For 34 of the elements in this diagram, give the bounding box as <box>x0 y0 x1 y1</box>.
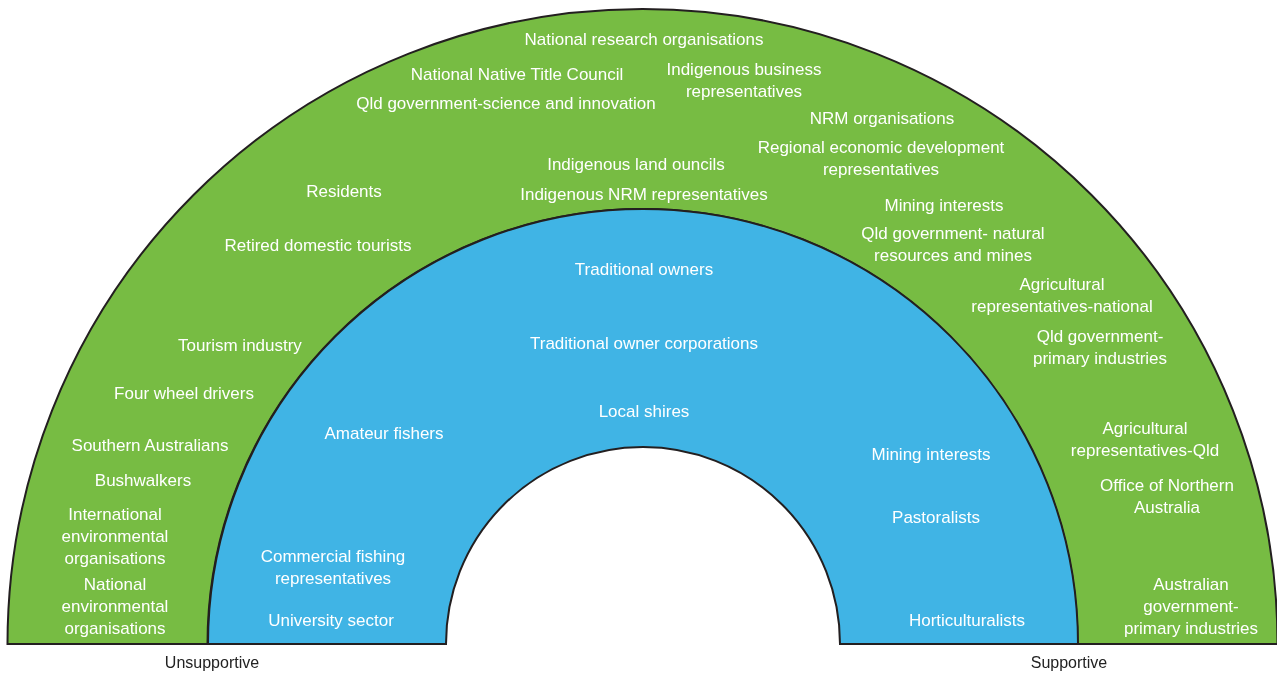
stakeholder-name: Australian government-primary industries <box>1122 574 1260 640</box>
stakeholder-name: Commercial fishing representatives <box>259 546 407 590</box>
stakeholder-name: Office of Northern Australia <box>1099 475 1235 519</box>
stakeholder-name: Indigenous NRM representatives <box>520 184 768 206</box>
stakeholder-name: University sector <box>268 610 394 632</box>
stakeholder-name: Mining interests <box>884 195 1004 217</box>
stakeholder-name: Indigenous business representatives <box>665 59 823 103</box>
stakeholder-name: Qld government- natural resources and mines <box>860 223 1046 267</box>
axis-end-label: Supportive <box>1030 654 1108 672</box>
stakeholder-name: Traditional owner corporations <box>530 333 758 355</box>
stakeholder-name: National Native Title Council <box>410 64 624 86</box>
stakeholder-name: Retired domestic tourists <box>224 235 412 257</box>
axis-end-label: Unsupportive <box>164 654 260 672</box>
stakeholder-name: NRM organisations <box>809 108 955 130</box>
stakeholder-name: Bushwalkers <box>94 470 192 492</box>
stakeholder-name: Tourism industry <box>178 335 302 357</box>
stakeholder-name: Amateur fishers <box>324 423 444 445</box>
stakeholder-name: Indigenous land ouncils <box>547 154 725 176</box>
stakeholder-name: Traditional owners <box>574 259 714 281</box>
stakeholder-name: Regional economic development representatives <box>756 137 1006 181</box>
stakeholder-name: Agricultural representatives-Qld <box>1069 418 1221 462</box>
stakeholder-name: Residents <box>306 181 382 203</box>
stakeholder-name: Four wheel drivers <box>114 383 254 405</box>
stakeholder-name: Qld government-science and innovation <box>356 93 656 115</box>
stakeholder-name: Pastoralists <box>892 507 980 529</box>
stakeholder-name: National research organisations <box>524 29 764 51</box>
stakeholder-name: Agricultural representatives-national <box>970 274 1154 318</box>
stakeholder-name: Mining interests <box>871 444 991 466</box>
stakeholder-name: Local shires <box>598 401 690 423</box>
stakeholder-name: Horticulturalists <box>908 610 1026 632</box>
stakeholder-name: International environmental organisations <box>60 504 170 570</box>
stakeholder-name: Qld government-primary industries <box>1031 326 1169 370</box>
stakeholder-name: Southern Australians <box>71 435 229 457</box>
stakeholder-name: National environmental organisations <box>60 574 170 640</box>
